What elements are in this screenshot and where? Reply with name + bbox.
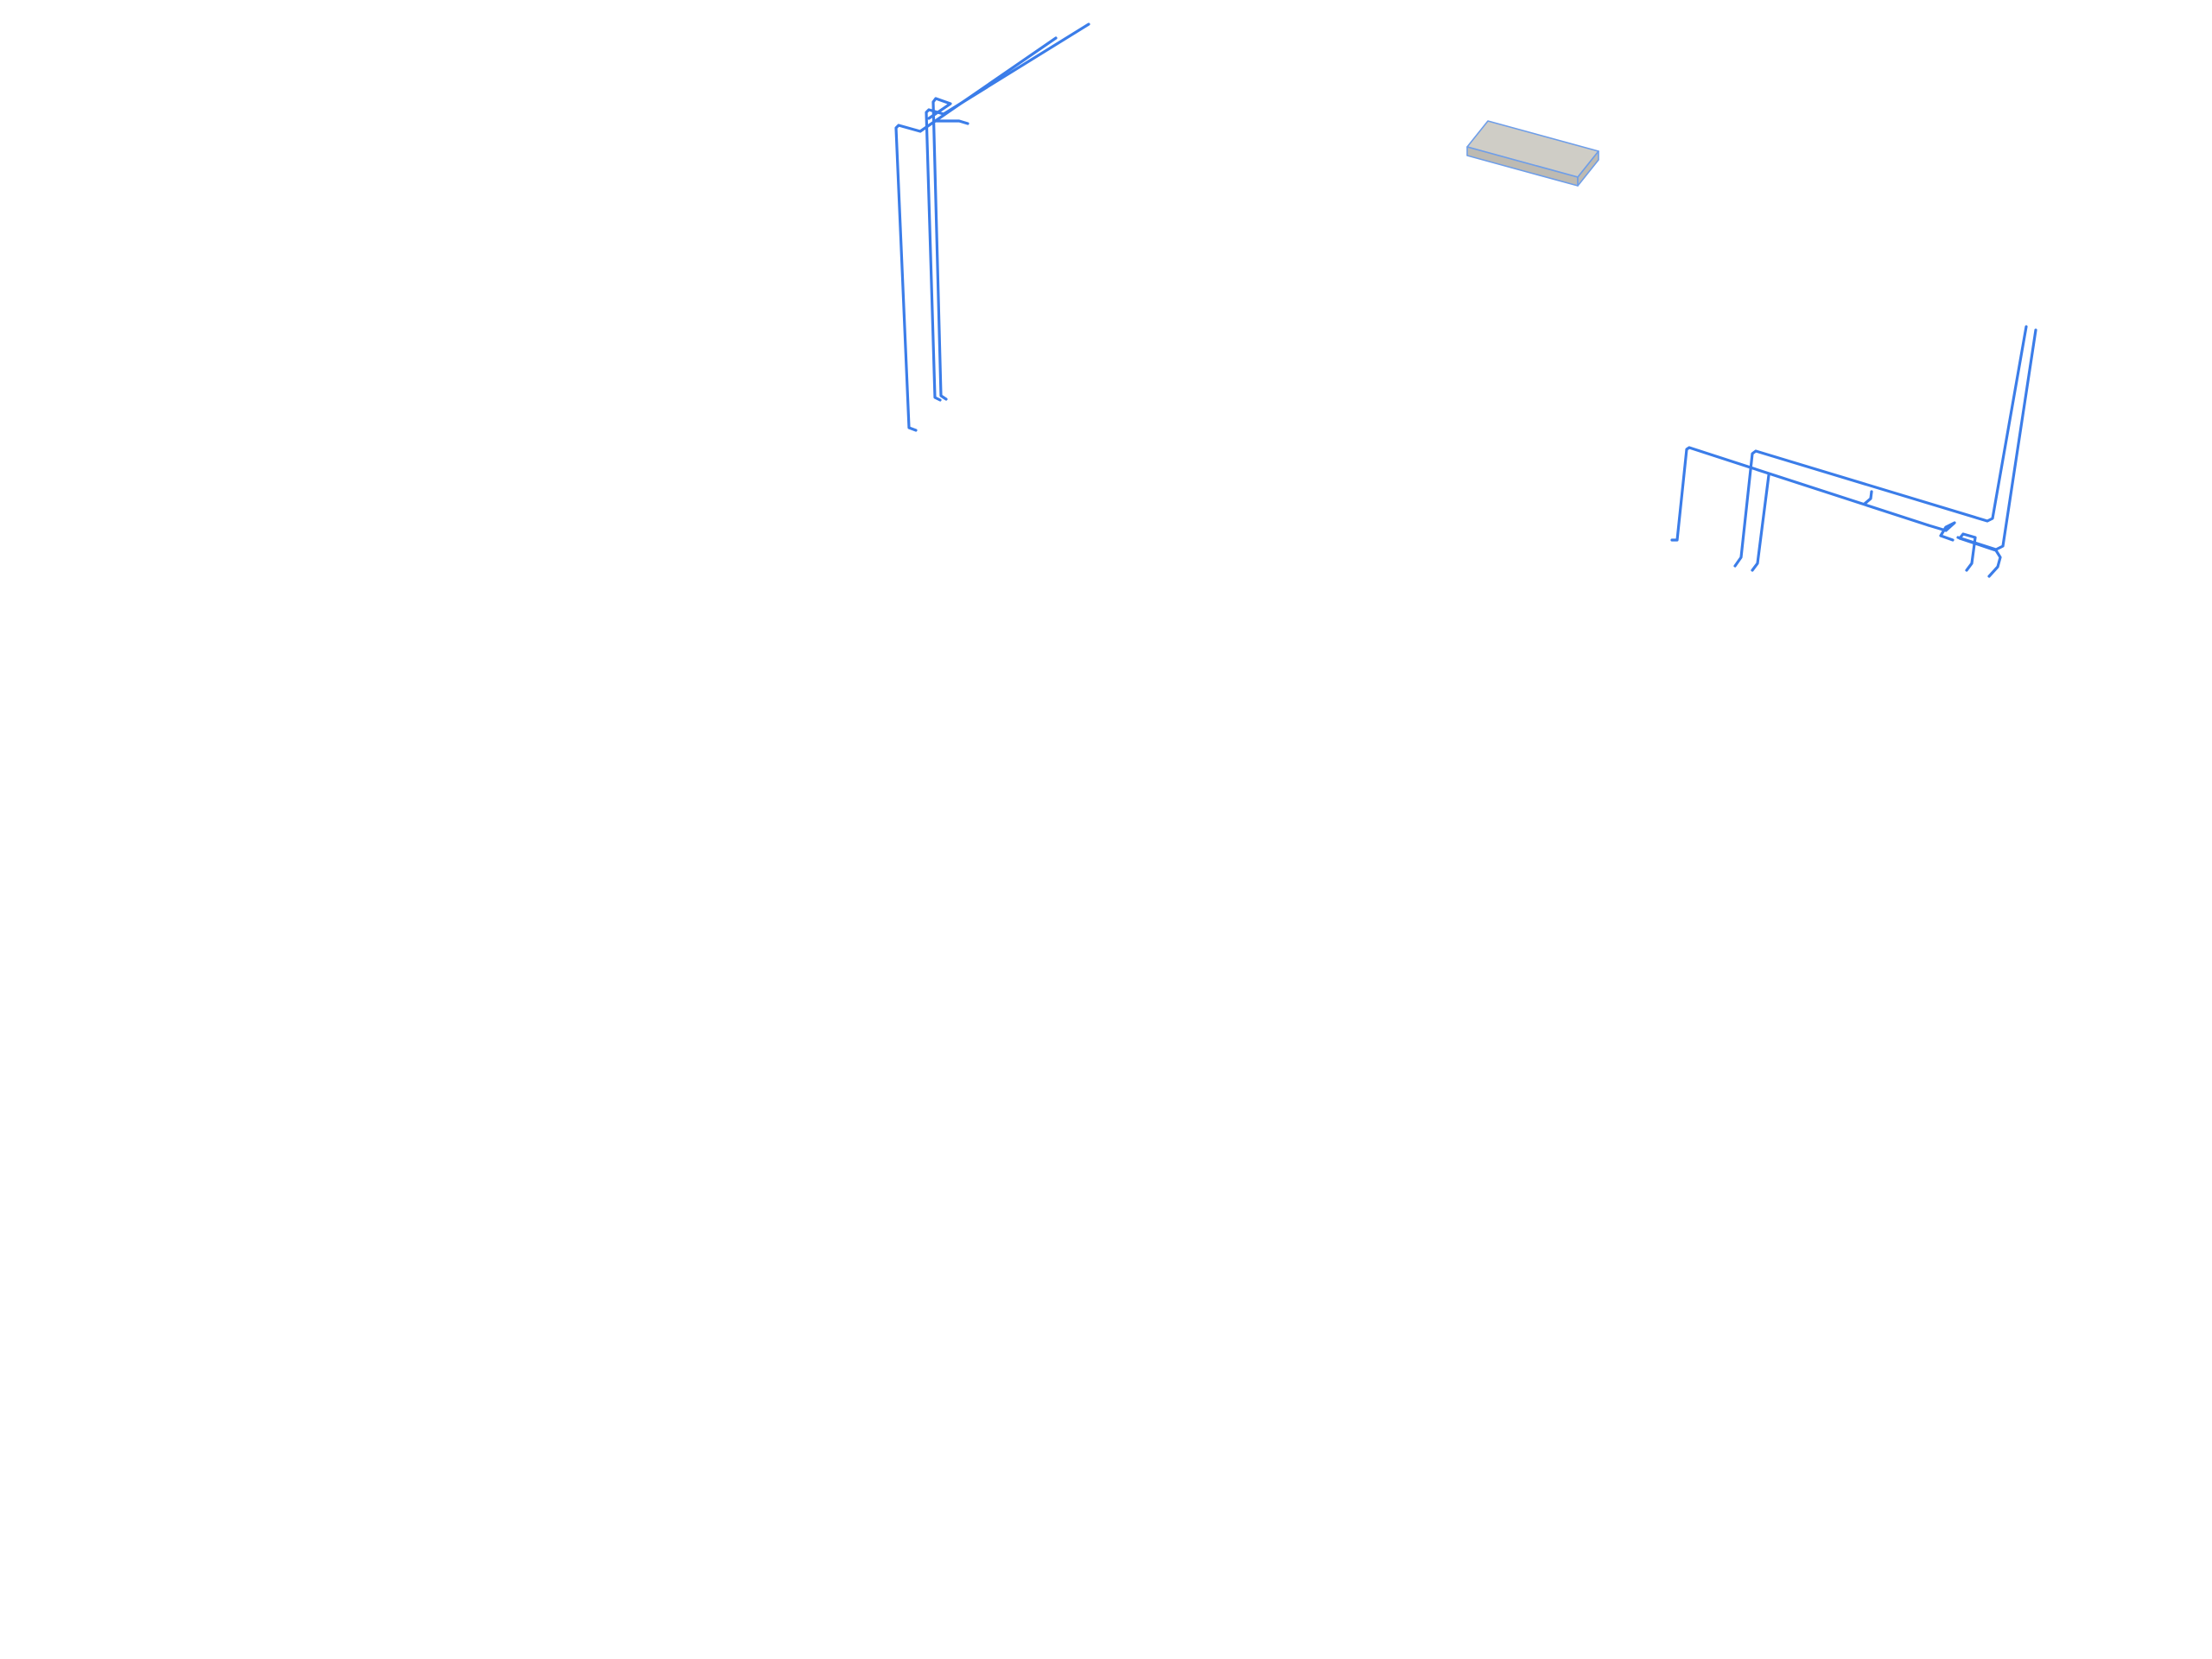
- left-pipe-group[interactable]: [894, 22, 1090, 432]
- right-pipe-a[interactable]: [1670, 446, 1930, 542]
- left-pipe-middle[interactable]: [925, 22, 1090, 402]
- right-pipe-small-hook[interactable]: [1863, 490, 1873, 505]
- left-pipe-outer[interactable]: [894, 36, 1058, 432]
- left-pipe-inner[interactable]: [927, 97, 952, 401]
- gray-slab-side: [1577, 150, 1599, 187]
- right-pipe-group[interactable]: [1670, 325, 2037, 578]
- right-pipe-b[interactable]: [1733, 325, 2028, 568]
- right-pipe-f[interactable]: [1956, 328, 2037, 551]
- right-pipe-d[interactable]: [1927, 521, 1956, 542]
- left-pipe-branch[interactable]: [933, 119, 969, 125]
- right-pipe-c[interactable]: [1751, 474, 1770, 572]
- gray-slab[interactable]: [1466, 120, 1599, 187]
